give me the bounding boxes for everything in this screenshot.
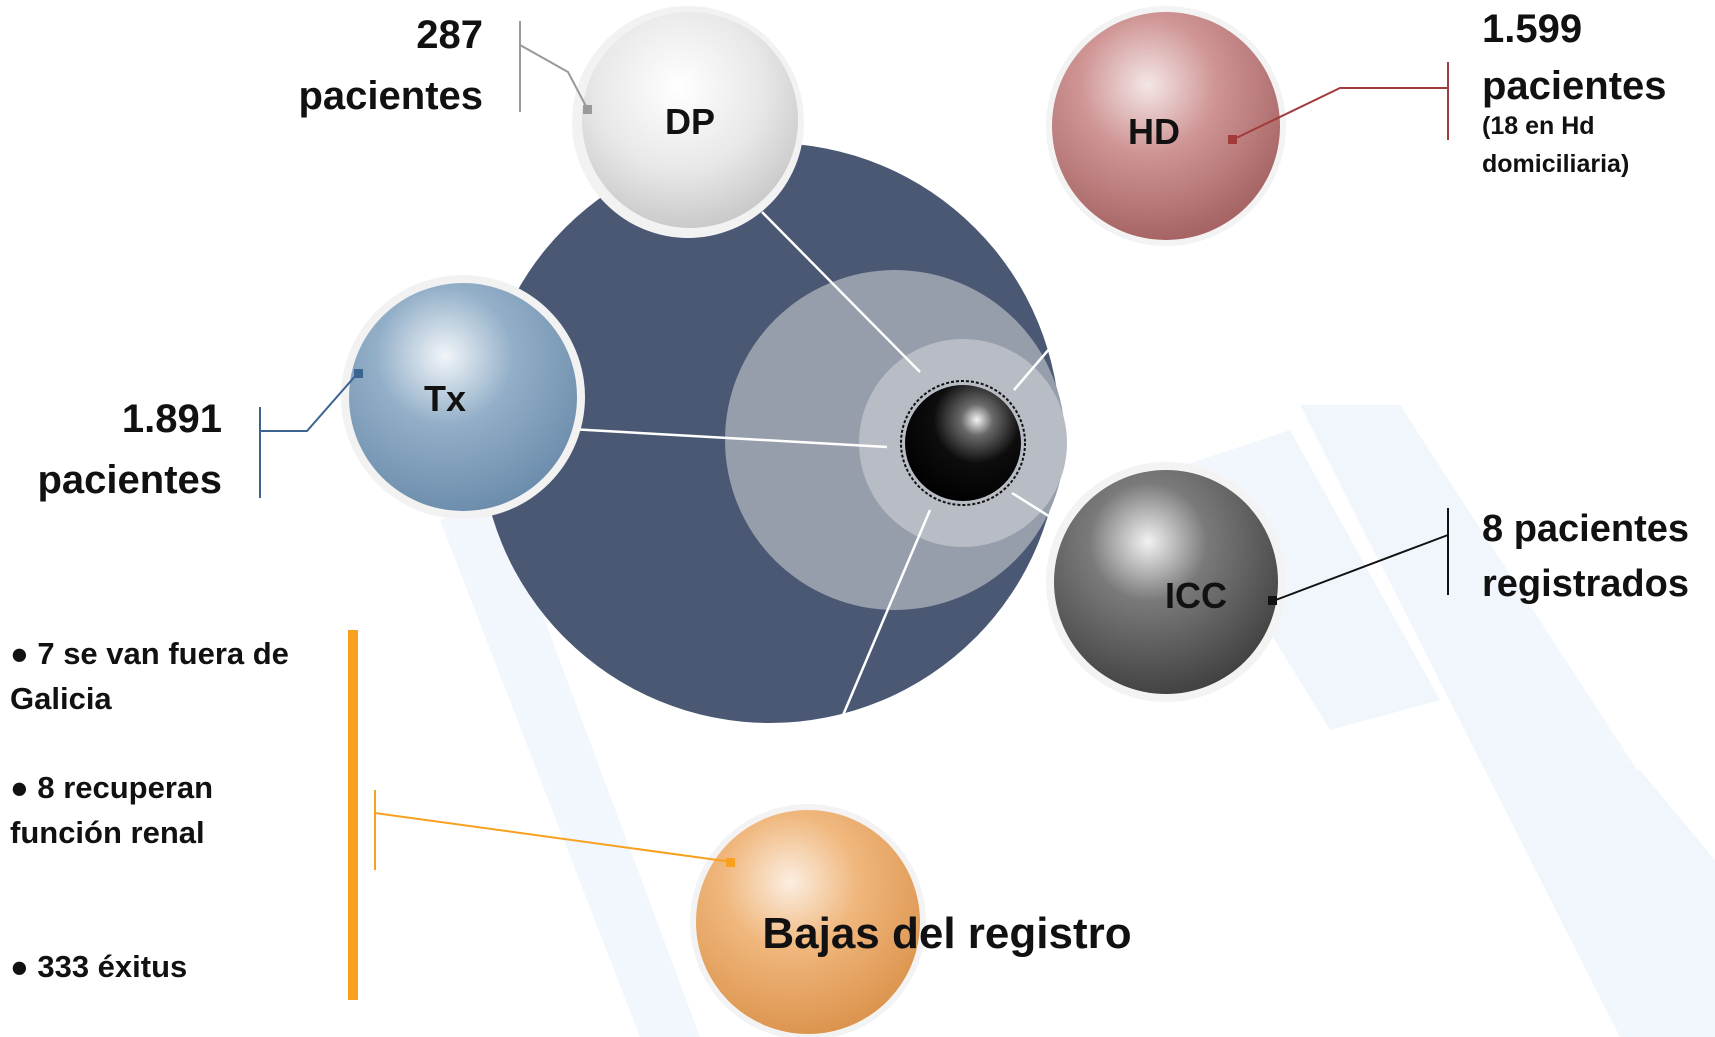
hd-label: HD — [1128, 111, 1180, 152]
icc-label: ICC — [1165, 575, 1227, 616]
hd-count-block: 1.599 pacientes (18 en Hd domiciliaria) — [1482, 7, 1667, 183]
icc-ball — [1054, 470, 1278, 694]
icc-line1: 8 pacientes — [1482, 508, 1689, 550]
dp-label: DP — [664, 101, 716, 142]
bajas-item3: ● 333 éxitus — [10, 948, 188, 984]
bajas-item2-line2: función renal — [10, 814, 205, 850]
dp-unit: pacientes — [298, 74, 483, 119]
hub-connectors — [569, 211, 1056, 728]
core-ring — [900, 380, 1026, 506]
bajas-item1-line2: Galicia — [10, 680, 112, 716]
tx-label: Tx — [423, 378, 467, 419]
dp-ball — [582, 12, 798, 228]
bajas-item1-line1: ● 7 se van fuera de — [10, 636, 289, 671]
hd-unit: pacientes — [1482, 64, 1667, 109]
hd-note-line1: (18 en Hd — [1482, 112, 1595, 141]
tx-count-block: 1.891 pacientes — [37, 397, 222, 503]
bajas-ball — [696, 810, 920, 1034]
bajas-leader — [374, 790, 733, 870]
dp-count-block: 287 pacientes — [298, 13, 483, 119]
tx-unit: pacientes — [37, 458, 222, 503]
core-sphere — [905, 385, 1021, 501]
bajas-bar — [348, 630, 358, 1000]
hd-ball — [1052, 12, 1280, 240]
dp-count: 287 — [416, 13, 483, 57]
icc-line2: registrados — [1482, 563, 1689, 606]
bajas-label: Bajas del registro — [762, 909, 1132, 958]
bajas-item2-line1: ● 8 recuperan — [10, 769, 214, 805]
tx-leader — [259, 373, 358, 498]
icc-text-block: 8 pacientes registrados — [1482, 502, 1689, 612]
hd-note-line2: domiciliaria) — [1482, 149, 1630, 178]
bajas-list: ● 7 se van fuera de Galicia ● 8 recupera… — [10, 632, 289, 990]
hd-leader — [1231, 62, 1449, 141]
icc-leader — [1272, 508, 1449, 602]
tx-count: 1.891 — [121, 397, 222, 441]
tx-ball — [349, 283, 577, 511]
hd-count: 1.599 — [1482, 7, 1583, 51]
dp-leader — [519, 21, 589, 112]
